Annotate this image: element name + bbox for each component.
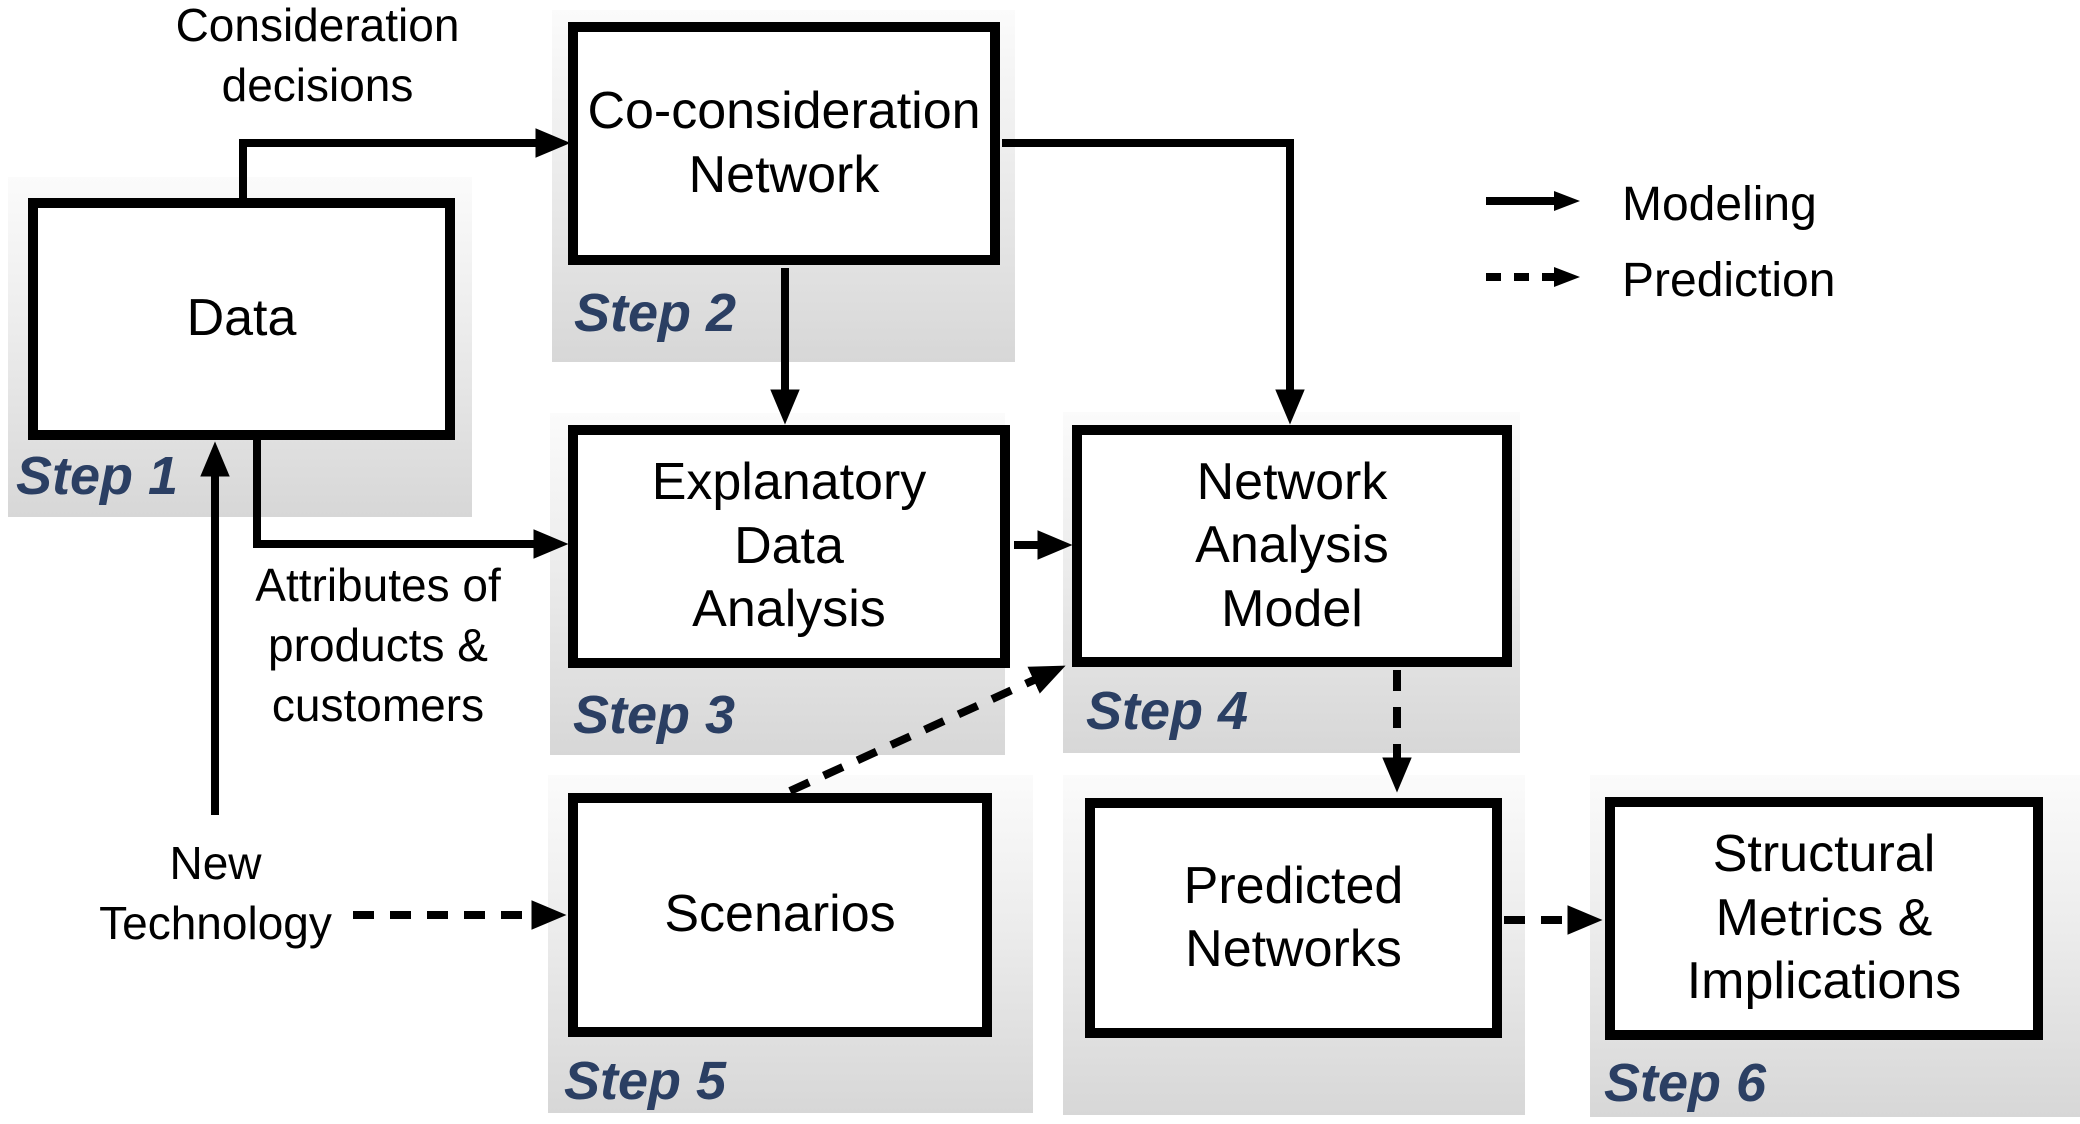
data-box-label: Data <box>186 289 297 348</box>
coconsideration-to-network-model-arrow <box>1002 139 1305 425</box>
scenarios-box: Scenarios <box>568 793 992 1037</box>
predicted-networks-label: Predicted Networks <box>1183 856 1404 978</box>
step6-caption: Step 6 <box>1604 1053 1767 1113</box>
step1-caption: Step 1 <box>16 446 179 506</box>
legend: Modeling Prediction <box>1470 150 1890 330</box>
solid-arrow-icon <box>1486 191 1580 211</box>
legend-prediction-label: Prediction <box>1622 254 1836 307</box>
consideration-decisions-note: Consideration decisions <box>175 0 460 111</box>
predicted-networks-box: Predicted Networks <box>1085 798 1502 1038</box>
explanatory-data-analysis-label: Explanatory Data Analysis <box>651 453 927 639</box>
data-box: Data <box>28 198 455 440</box>
dashed-arrow-icon <box>1486 267 1580 287</box>
new-technology-note: New Technology <box>99 837 332 949</box>
step5-caption: Step 5 <box>564 1051 727 1111</box>
network-analysis-model-box: Network Analysis Model <box>1072 425 1512 667</box>
step4-caption: Step 4 <box>1086 681 1249 741</box>
network-analysis-model-label: Network Analysis Model <box>1195 452 1389 638</box>
structural-metrics-box: Structural Metrics & Implications <box>1605 797 2043 1040</box>
explanatory-data-analysis-box: Explanatory Data Analysis <box>568 425 1010 668</box>
co-consideration-network-label: Co-consideration Network <box>587 82 981 204</box>
legend-modeling-label: Modeling <box>1622 178 1817 231</box>
scenarios-label: Scenarios <box>664 885 896 944</box>
co-consideration-network-box: Co-consideration Network <box>568 22 1000 265</box>
structural-metrics-label: Structural Metrics & Implications <box>1686 825 1962 1011</box>
step2-caption: Step 2 <box>574 283 737 343</box>
step3-caption: Step 3 <box>573 685 736 745</box>
attributes-note: Attributes of products & customers <box>255 559 501 731</box>
